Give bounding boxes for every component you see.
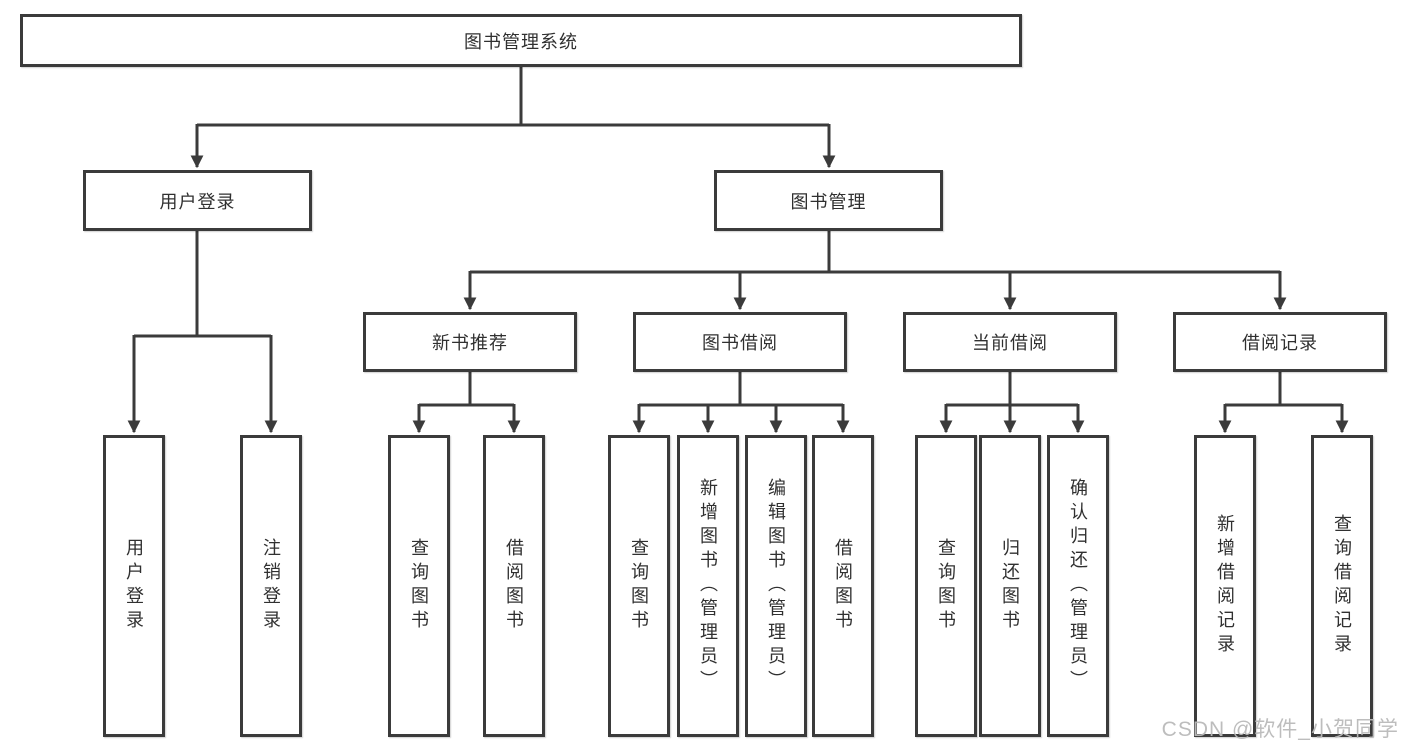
leaf-borrow-books-1: 借阅图书 [483, 435, 545, 737]
node-current-borrow-label: 当前借阅 [972, 333, 1048, 353]
leaf-user-login-label: 用户登录 [124, 538, 144, 634]
leaf-query-books-1: 查询图书 [388, 435, 450, 737]
node-user-login-label: 用户登录 [159, 191, 236, 212]
node-book-management-label: 图书管理 [790, 191, 867, 212]
leaf-query-books-2-label: 查询图书 [629, 538, 649, 634]
leaf-query-books-2: 查询图书 [608, 435, 670, 737]
node-book-borrow-label: 图书借阅 [702, 333, 778, 353]
node-book-management: 图书管理 [714, 170, 943, 231]
leaf-borrow-books-1-label: 借阅图书 [504, 538, 524, 634]
node-book-borrow: 图书借阅 [633, 312, 847, 372]
leaf-borrow-books-2-label: 借阅图书 [833, 538, 853, 634]
node-new-book-recommend: 新书推荐 [363, 312, 577, 372]
csdn-watermark: CSDN @软件_小贺同学 [1161, 718, 1399, 741]
leaf-confirm-return-admin: 确认归还（管理员） [1047, 435, 1109, 737]
node-user-login: 用户登录 [83, 170, 312, 231]
leaf-query-books-3: 查询图书 [915, 435, 977, 737]
node-borrow-record-label: 借阅记录 [1242, 333, 1318, 353]
leaf-query-books-1-label: 查询图书 [409, 538, 429, 634]
node-borrow-record: 借阅记录 [1173, 312, 1387, 372]
leaf-add-books-admin-label: 新增图书（管理员） [698, 478, 718, 694]
leaf-return-books: 归还图书 [979, 435, 1041, 737]
leaf-user-login: 用户登录 [103, 435, 165, 737]
node-new-book-recommend-label: 新书推荐 [432, 333, 508, 353]
leaf-add-borrow-record: 新增借阅记录 [1194, 435, 1256, 737]
leaf-query-borrow-record-label: 查询借阅记录 [1332, 514, 1352, 658]
node-root-library-system: 图书管理系统 [20, 14, 1022, 67]
node-current-borrow: 当前借阅 [903, 312, 1117, 372]
leaf-add-borrow-record-label: 新增借阅记录 [1215, 514, 1235, 658]
leaf-logout: 注销登录 [240, 435, 302, 737]
leaf-add-books-admin: 新增图书（管理员） [677, 435, 739, 737]
leaf-edit-books-admin: 编辑图书（管理员） [745, 435, 807, 737]
leaf-logout-label: 注销登录 [261, 538, 281, 634]
leaf-borrow-books-2: 借阅图书 [812, 435, 874, 737]
leaf-return-books-label: 归还图书 [1000, 538, 1020, 634]
node-root-label: 图书管理系统 [464, 31, 578, 52]
leaf-confirm-return-admin-label: 确认归还（管理员） [1068, 478, 1088, 694]
leaf-edit-books-admin-label: 编辑图书（管理员） [766, 478, 786, 694]
leaf-query-books-3-label: 查询图书 [936, 538, 956, 634]
leaf-query-borrow-record: 查询借阅记录 [1311, 435, 1373, 737]
